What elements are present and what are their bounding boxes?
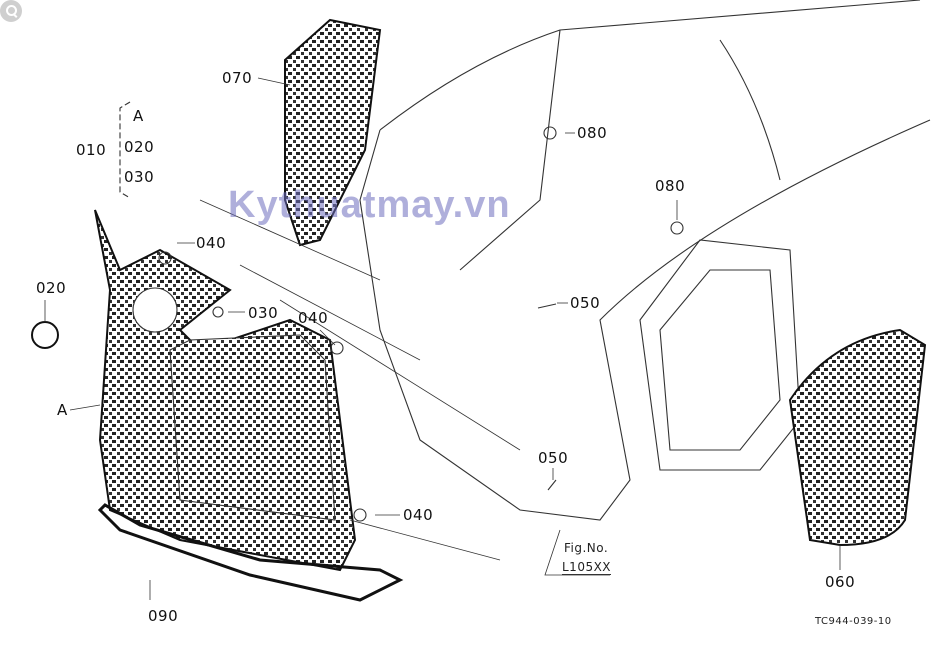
- label-090: 090: [148, 607, 179, 625]
- label-080: 080: [655, 177, 686, 195]
- upper-grille-070: [284, 18, 382, 247]
- fig-number: L105XX: [562, 560, 612, 575]
- label-040: 040: [298, 309, 329, 327]
- fig-title: Fig.No.: [564, 541, 609, 555]
- label-050: 050: [570, 294, 601, 312]
- label-070: 070: [222, 69, 253, 87]
- bumper-090: [97, 503, 404, 602]
- label-020: 020: [36, 279, 67, 297]
- label-040: 040: [196, 234, 227, 252]
- assembly-bracket-010: [119, 101, 131, 199]
- drawing-code: TC944-039-10: [815, 616, 892, 627]
- grommet-080: [543, 126, 557, 140]
- leader-lines: [44, 77, 841, 600]
- clip-040: [158, 251, 172, 265]
- label-010: 010: [76, 141, 107, 159]
- front-grille-insert: [169, 334, 336, 521]
- search-icon[interactable]: [0, 0, 22, 22]
- nut-030: [212, 306, 224, 318]
- clip-040: [330, 341, 344, 355]
- label-group-a: A: [133, 107, 144, 125]
- bolt-050: [537, 303, 557, 491]
- label-group-030: 030: [124, 168, 155, 186]
- clip-040: [353, 508, 367, 522]
- side-panel-opening: [659, 269, 781, 451]
- watermark: Kythuatmay.vn: [228, 184, 511, 226]
- label-030: 030: [248, 304, 279, 322]
- emblem-020: [31, 321, 59, 349]
- emblem-mount: [132, 287, 178, 333]
- label-060: 060: [825, 573, 856, 591]
- grommet-080: [670, 221, 684, 235]
- label-080: 080: [577, 124, 608, 142]
- label-group-020: 020: [124, 138, 155, 156]
- hood-panel-edge: [459, 29, 801, 471]
- label-050: 050: [538, 449, 569, 467]
- label-040: 040: [403, 506, 434, 524]
- hood-outline: [359, 0, 931, 521]
- label-a: A: [57, 401, 68, 419]
- side-grille-060: [788, 328, 927, 547]
